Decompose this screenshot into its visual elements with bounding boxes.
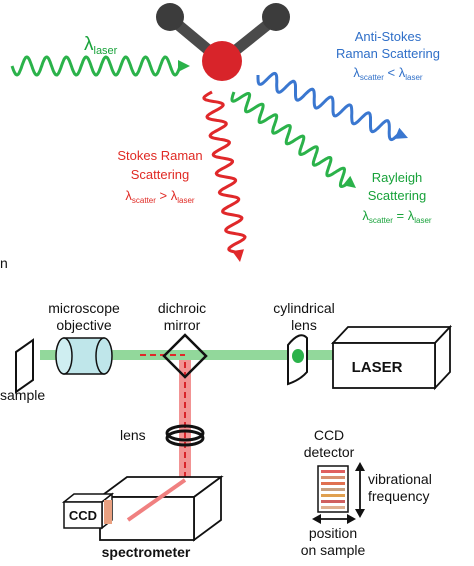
stokes-label: Stokes Raman Scattering λscatter > λlase… [117, 148, 202, 205]
spectrometer-front [99, 496, 195, 541]
dichroic-label-line2: mirror [164, 317, 201, 333]
position-arrow-head-left [312, 514, 321, 524]
incoming-laser-wave [10, 55, 190, 77]
position-label-line1: position [309, 525, 357, 541]
stokes-relation: λscatter > λlaser [125, 188, 195, 205]
focusing-lens [165, 424, 205, 447]
molecule [156, 3, 290, 81]
objective-back [95, 337, 113, 375]
ccd-stripe-2 [321, 476, 345, 479]
sample-label: sample [0, 387, 45, 403]
microscope-label-line1: microscope [48, 300, 120, 316]
vibrational-label-line2: frequency [368, 488, 429, 504]
ccd-stripe-7 [321, 506, 345, 509]
ccd-detector-label-line1: CCD [314, 427, 344, 443]
anti-stokes-line1: Anti-Stokes [355, 29, 422, 44]
position-arrow [312, 514, 356, 524]
ccd-stripe-5 [321, 494, 345, 497]
ccd-stripe-6 [321, 500, 345, 503]
rayleigh-relation: λscatter = λlaser [362, 208, 432, 225]
rayleigh-label: Rayleigh Scattering λscatter = λlaser [362, 170, 432, 225]
ccd-box-sensor [104, 500, 112, 524]
anti-stokes-label: Anti-Stokes Raman Scattering λscatter < … [336, 29, 440, 82]
laser-box-top [330, 326, 453, 344]
ccd-box: CCD [61, 492, 115, 530]
vibrational-arrow [355, 462, 365, 518]
anti-stokes-relation: λscatter < λlaser [353, 65, 423, 82]
laser-beam [40, 350, 350, 360]
rayleigh-wave [230, 91, 356, 189]
objective-front [55, 337, 73, 375]
vibrational-label-line1: vibrational [368, 471, 432, 487]
sample-slide [15, 338, 34, 394]
stray-letter: n [0, 255, 8, 271]
laser-box: LASER [330, 324, 453, 391]
stokes-line1: Stokes Raman [117, 148, 202, 163]
laser-box-front [332, 342, 436, 389]
ccd-stripe-1 [321, 470, 345, 473]
position-arrow-head-right [347, 514, 356, 524]
lens-label: lens [120, 427, 146, 443]
stokes-wave [202, 90, 247, 262]
cylindrical-label-line1: cylindrical [273, 300, 334, 316]
lens-ring-top [165, 424, 205, 442]
laser-wavelength-label: λlaser [84, 34, 118, 57]
spectrometer-internal-beam [126, 478, 187, 522]
molecule-atom-left [156, 3, 184, 31]
ccd-box-front [63, 501, 103, 529]
anti-stokes-wave [256, 71, 408, 142]
laser-box-label: LASER [352, 359, 403, 376]
dichroic-label-line1: dichroic [158, 300, 206, 316]
ccd-detector-label-line2: detector [304, 444, 355, 460]
lens-ring-bottom [165, 429, 205, 447]
position-label-line2: on sample [301, 542, 366, 558]
spectrometer-label: spectrometer [102, 544, 191, 560]
spectrometer-box [97, 475, 224, 542]
ccd-stripe-4 [321, 488, 345, 491]
cylindrical-lens [287, 334, 308, 386]
molecule-center-atom [202, 41, 242, 81]
ccd-box-label: CCD [69, 508, 97, 523]
cylindrical-label-line2: lens [291, 317, 317, 333]
molecule-atom-right [262, 3, 290, 31]
anti-stokes-line2: Raman Scattering [336, 46, 440, 61]
rayleigh-line1: Rayleigh [372, 170, 423, 185]
microscope-objective [55, 337, 113, 375]
rayleigh-line2: Scattering [368, 188, 427, 203]
stokes-line2: Scattering [131, 167, 190, 182]
microscope-label-line2: objective [56, 317, 111, 333]
ccd-detector-stripes [317, 465, 349, 513]
cylindrical-lens-spot [292, 349, 304, 363]
dichroic-mirror [162, 333, 208, 379]
vibrational-arrow-head-top [355, 462, 365, 471]
vibrational-arrow-head-bottom [355, 509, 365, 518]
ccd-stripe-3 [321, 482, 345, 485]
